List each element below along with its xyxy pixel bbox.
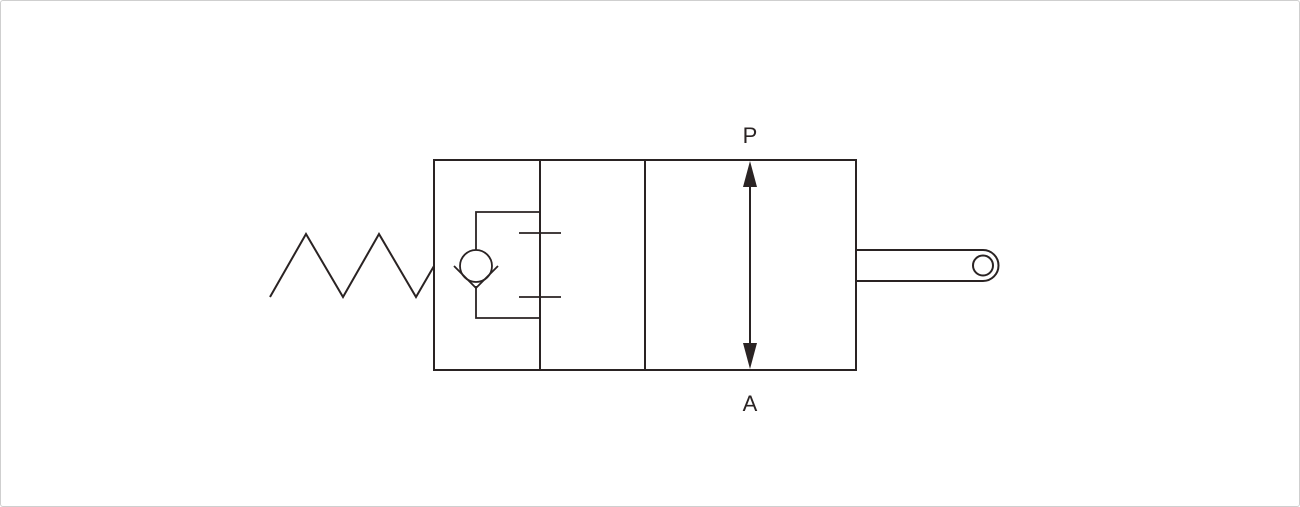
arrowhead-down — [743, 343, 757, 369]
arrowhead-up — [743, 161, 757, 187]
check-valve-seat — [453, 265, 499, 290]
check-valve-section — [453, 160, 561, 370]
check-valve-ball — [459, 249, 493, 283]
port-p-label: P — [743, 123, 758, 148]
roller-plunger — [856, 249, 1000, 282]
port-a-label: A — [743, 391, 758, 416]
roller — [972, 254, 994, 277]
spring — [269, 232, 435, 299]
